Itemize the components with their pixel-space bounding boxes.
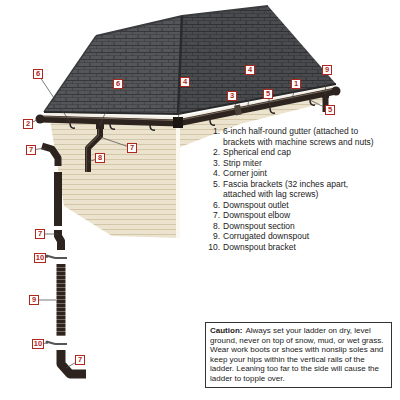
downspout-bracket <box>48 342 67 344</box>
callout-number: 7 <box>35 229 45 239</box>
callout-number: 5 <box>325 105 335 115</box>
parts-list-row: 1.6-inch half-round gutter (attached to … <box>206 126 394 147</box>
part-name: Downspout bracket <box>223 242 383 253</box>
callout-number: 6 <box>33 69 43 79</box>
part-name: 6-inch half-round gutter (attached to br… <box>223 126 383 147</box>
callout-number: 7 <box>26 145 36 155</box>
part-number: 10. <box>206 242 223 253</box>
part-name: Spherical end cap <box>223 147 383 158</box>
callout-number: 9 <box>29 295 39 305</box>
callout-number: 3 <box>227 91 237 101</box>
callout-number: 10 <box>34 253 46 263</box>
callout-number: 5 <box>263 89 273 99</box>
end-cap <box>36 115 45 124</box>
roof-rake <box>44 36 96 112</box>
part-number: 8. <box>206 221 223 232</box>
callout-number: 10 <box>32 339 44 349</box>
part-name: Corrugated downspout <box>223 231 383 242</box>
parts-list-row: 8.Downspout section <box>206 221 394 232</box>
parts-list-row: 6.Downspout outlet <box>206 200 394 211</box>
callout-number: 7 <box>75 355 85 365</box>
parts-list-row: 4.Corner joint <box>206 168 394 179</box>
part-number: 2. <box>206 147 223 158</box>
callout-number: 8 <box>95 153 105 163</box>
callout-number: 4 <box>245 65 255 75</box>
downspout-outlet <box>322 92 329 98</box>
callout-number: 2 <box>23 119 33 129</box>
roof-left-face <box>44 16 182 114</box>
downspout-bracket <box>48 256 67 258</box>
part-number: 7. <box>206 210 223 221</box>
parts-list-row: 5.Fascia brackets (32 inches apart, atta… <box>206 179 394 200</box>
callout-number: 4 <box>180 77 190 87</box>
part-name: Corner joint <box>223 168 383 179</box>
corrugated-downspout <box>57 264 66 336</box>
part-number: 6. <box>206 200 223 211</box>
fascia-bracket <box>70 100 315 130</box>
callout-number: 9 <box>322 65 332 75</box>
downspout-section <box>54 172 62 226</box>
part-number: 9. <box>206 231 223 242</box>
downspout-elbow <box>61 350 86 374</box>
parts-list-row: 3.Strip miter <box>206 158 394 169</box>
corner-trim <box>176 124 180 238</box>
downspout-elbow <box>42 146 58 166</box>
left-wall <box>50 120 178 238</box>
part-number: 5. <box>206 179 223 190</box>
part-number: 3. <box>206 158 223 169</box>
parts-list: 1.6-inch half-round gutter (attached to … <box>206 126 394 252</box>
part-name: Fascia brackets (32 inches apart, attach… <box>223 179 383 200</box>
part-name: Strip miter <box>223 158 383 169</box>
parts-list-row: 7.Downspout elbow <box>206 210 394 221</box>
parts-list-row: 2.Spherical end cap <box>206 147 394 158</box>
part-name: Downspout elbow <box>223 210 383 221</box>
end-cap <box>332 87 341 96</box>
caution-heading: Caution: <box>210 326 242 335</box>
part-number: 4. <box>206 168 223 179</box>
parts-list-row: 10.Downspout bracket <box>206 242 394 253</box>
callout-number: 1 <box>291 79 301 89</box>
part-number: 1. <box>206 126 223 137</box>
caution-box: Caution:Always set your ladder on dry, l… <box>205 322 392 388</box>
downspout-highlight <box>87 129 99 172</box>
gutter-highlight <box>40 89 336 121</box>
part-name: Downspout section <box>223 221 383 232</box>
downspout-elbow <box>58 230 61 250</box>
callout-number: 6 <box>113 79 123 89</box>
parts-list-row: 9.Corrugated downspout <box>206 231 394 242</box>
callout-number: 7 <box>127 143 137 153</box>
part-name: Downspout outlet <box>223 200 383 211</box>
